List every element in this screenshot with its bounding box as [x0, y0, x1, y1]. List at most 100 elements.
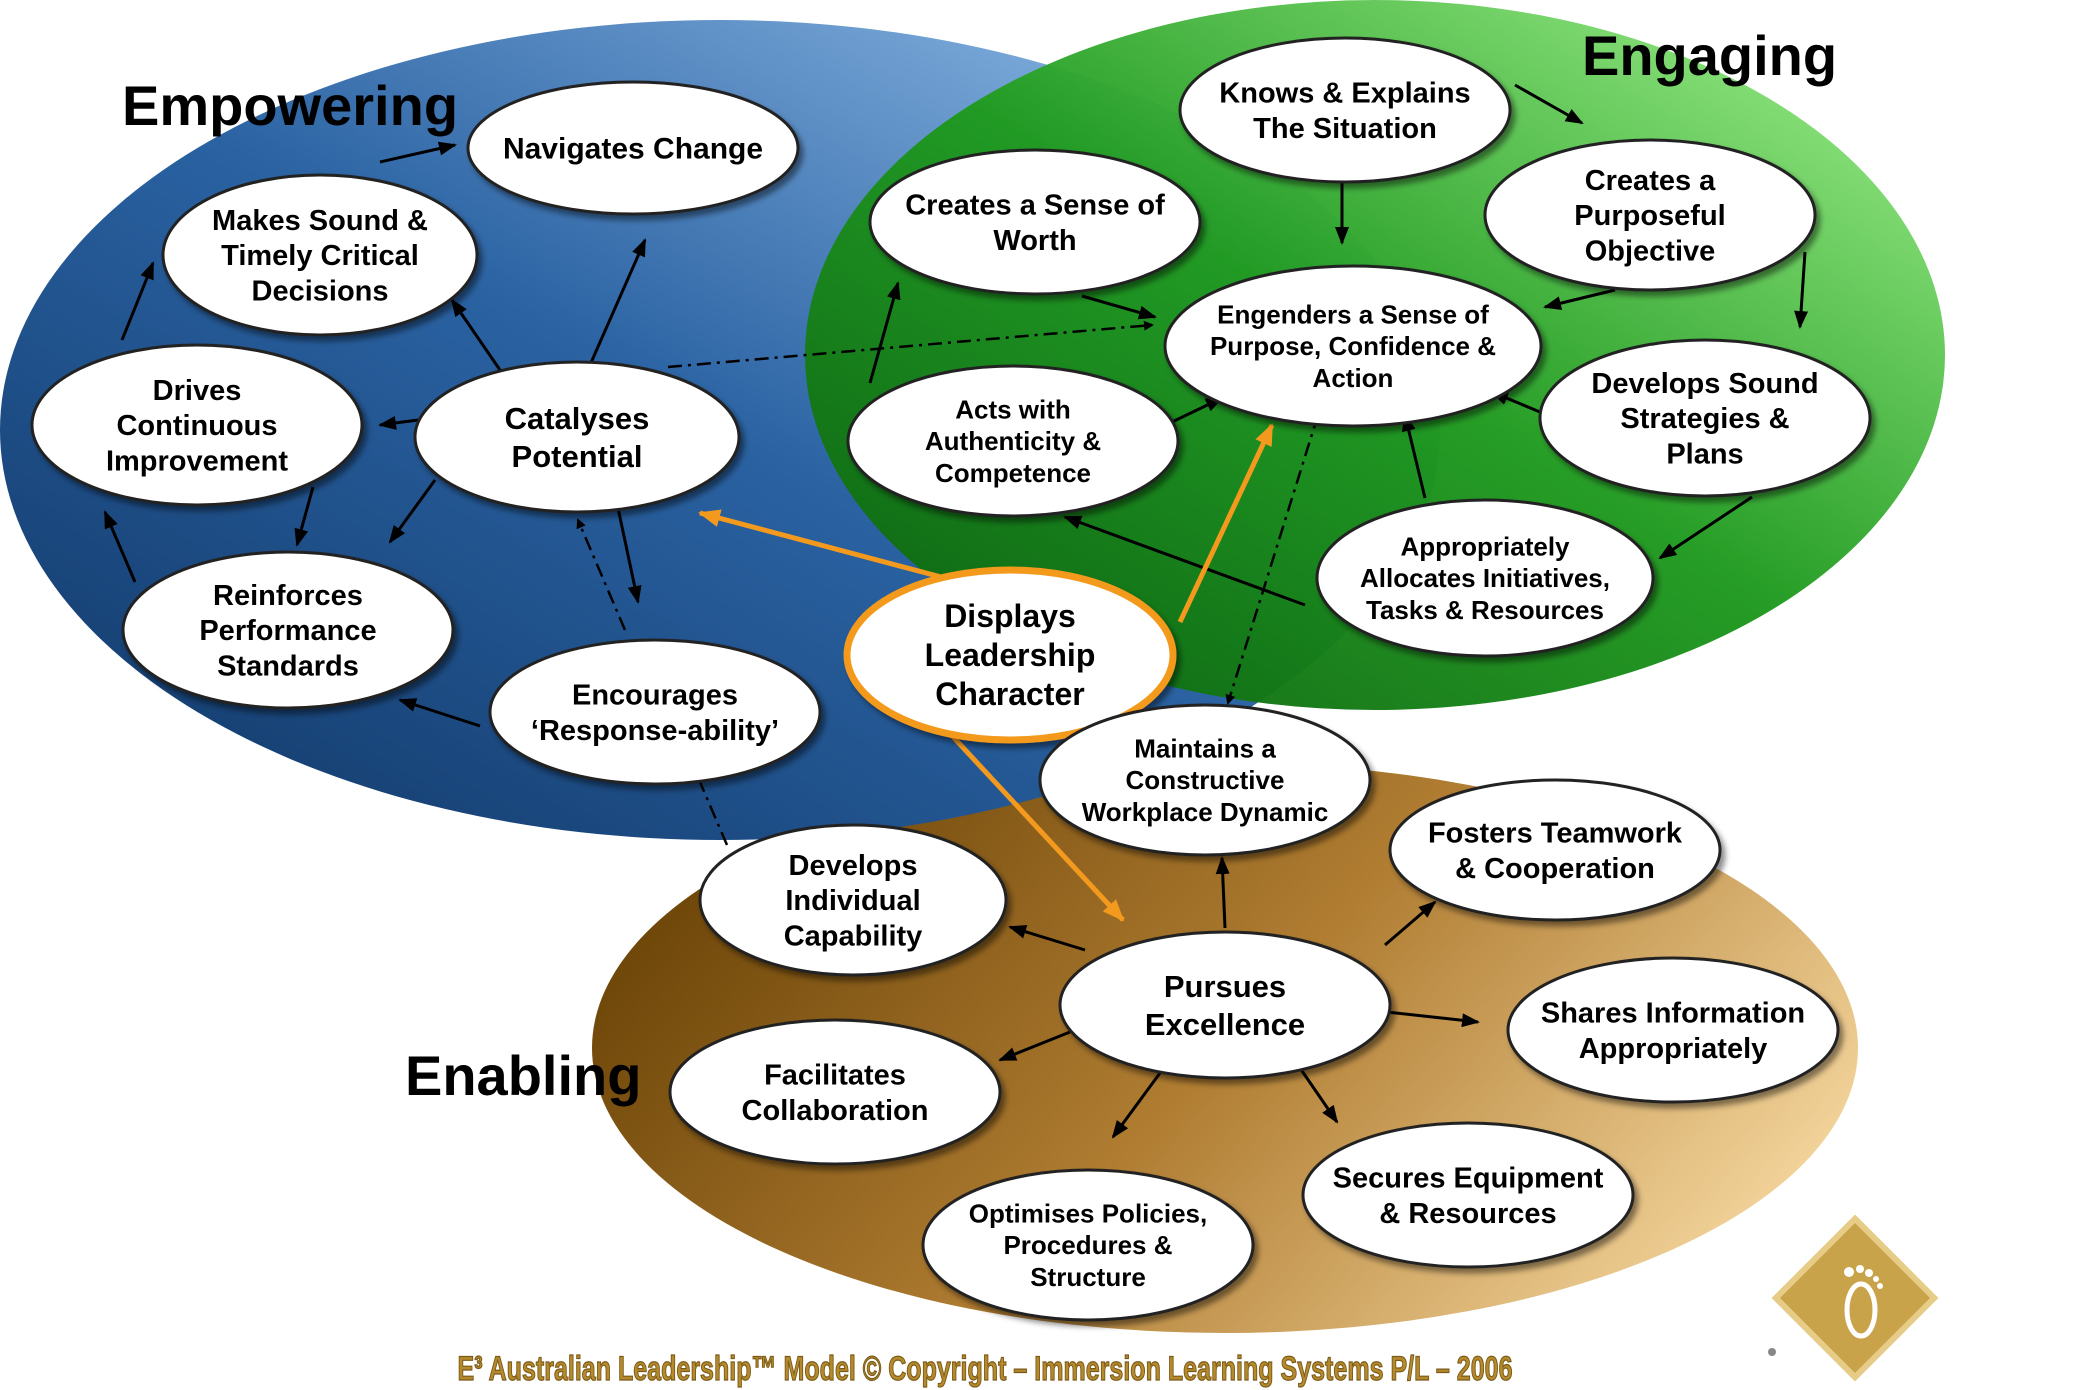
arrow-catalyses-to-navigates	[588, 238, 647, 366]
node-label-line: Leadership	[925, 637, 1096, 673]
node-label-line: Objective	[1585, 236, 1716, 268]
node-label-line: Drives	[153, 375, 242, 407]
node-label-line: Authenticity &	[925, 426, 1101, 456]
node-label-line: Pursues	[1164, 969, 1286, 1004]
node-optimises-policies: Optimises Policies,Procedures &Structure	[921, 1168, 1255, 1322]
node-label-line: Improvement	[106, 446, 288, 478]
node-label-line: Catalyses	[505, 401, 650, 436]
arrow-objective-to-engenders	[1543, 288, 1616, 311]
arrow-knows-to-objective	[1514, 83, 1584, 125]
node-label-line: ‘Response-ability’	[531, 715, 779, 747]
node-label-line: Appropriately	[1579, 1033, 1768, 1065]
logo-dot	[1768, 1348, 1776, 1356]
node-label-line: Navigates Change	[503, 133, 763, 166]
node-label-line: Excellence	[1145, 1007, 1305, 1042]
arrow-pursues-to-optimises	[1111, 1072, 1162, 1139]
arrow-catalyses-to-decisions	[450, 298, 502, 371]
node-label-line: Plans	[1666, 439, 1743, 471]
node-label-line: Action	[1313, 363, 1394, 393]
node-label-line: Purposeful	[1574, 200, 1725, 232]
node-label-line: Acts with	[955, 394, 1071, 424]
node-label-line: Character	[935, 676, 1084, 712]
node-label-line: Potential	[512, 439, 643, 474]
node-label-line: Engenders a Sense of	[1217, 299, 1489, 329]
node-label-line: Facilitates	[764, 1059, 906, 1091]
node-label-line: Makes Sound &	[212, 205, 428, 237]
node-label-line: Knows & Explains	[1219, 77, 1470, 109]
node-secures-equipment: Secures Equipment & Resources	[1301, 1121, 1635, 1269]
node-label-line: Worth	[993, 225, 1076, 257]
arrow-objective-to-strategies	[1794, 251, 1809, 329]
arrow-catalyses-to-encourages	[616, 507, 642, 604]
node-label-line: Decisions	[252, 276, 389, 308]
dashdot-engenders-to-maintains	[1225, 414, 1320, 705]
empowering-title: Empowering	[122, 74, 458, 137]
node-label-line: Workplace Dynamic	[1082, 797, 1329, 827]
orange-arrow-to-engenders	[1177, 423, 1275, 624]
node-label-line: The Situation	[1253, 113, 1437, 145]
node-label-line: Creates a Sense of	[905, 189, 1165, 221]
engaging-title: Engaging	[1582, 24, 1837, 87]
arrow-acts-to-engenders	[1171, 396, 1224, 424]
node-label-line: Develops Sound	[1591, 368, 1818, 400]
dashdot-capability-to-encourages	[698, 781, 729, 846]
node-label-line: Appropriately	[1400, 531, 1570, 561]
arrow-reinforces-to-drives	[103, 510, 137, 583]
node-label-line: Optimises Policies,	[969, 1198, 1207, 1228]
node-label-line: Collaboration	[742, 1095, 929, 1127]
arrow-pursues-to-capability	[1008, 924, 1086, 952]
node-label-line: Shares Information	[1541, 997, 1805, 1029]
arrow-catalyses-to-drives	[378, 415, 419, 430]
node-label-line: Capability	[784, 921, 923, 953]
orange-arrow-to-catalyses	[698, 509, 961, 585]
arrow-acts-to-worth	[868, 281, 901, 384]
node-label-line: Secures Equipment	[1333, 1162, 1604, 1194]
node-label-line: Competence	[935, 458, 1091, 488]
node-encourages-response-ability: Encourages ‘Response-ability’	[488, 638, 822, 786]
arrow-to-navigates-change	[379, 141, 457, 164]
node-label-line: Encourages	[572, 679, 738, 711]
arrow-encourages-to-reinforces	[398, 698, 481, 728]
node-label-line: Continuous	[116, 410, 277, 442]
node-label-line: Constructive	[1126, 765, 1285, 795]
arrow-drives-to-decisions	[120, 261, 155, 341]
node-label-line: Allocates Initiatives,	[1360, 563, 1610, 593]
node-label-line: Structure	[1030, 1262, 1146, 1292]
node-navigates-change: Navigates Change	[466, 80, 800, 216]
arrow-strategies-to-allocates	[1658, 495, 1753, 560]
node-label-line: Timely Critical	[221, 240, 419, 272]
copyright-footer: E³ Australian Leadership™ Model © Copyri…	[458, 1350, 1513, 1388]
node-label-line: & Resources	[1379, 1198, 1556, 1230]
enabling-title: Enabling	[405, 1044, 641, 1107]
dashdot-encourages-to-catalyses	[576, 518, 627, 631]
footprint-icon	[1771, 1214, 1939, 1382]
orange-connectors	[698, 423, 1275, 922]
arrow-pursues-to-maintains	[1215, 856, 1230, 929]
node-label-line: Develops	[789, 850, 918, 882]
node-label-line: Individual	[785, 885, 920, 917]
node-label-line: Standards	[217, 651, 359, 683]
node-label-line: Tasks & Resources	[1366, 595, 1604, 625]
arrow-pursues-to-secures	[1298, 1067, 1339, 1124]
arrow-pursues-to-fosters	[1384, 900, 1437, 947]
arrow-worth-to-engenders	[1081, 294, 1157, 320]
arrow-drives-to-reinforces	[294, 486, 315, 547]
arrow-pursues-to-collaboration	[998, 1030, 1071, 1062]
node-label-line: Performance	[199, 615, 376, 647]
arrow-catalyses-to-reinforces	[388, 479, 437, 544]
arrow-allocates-to-acts	[1063, 515, 1306, 607]
